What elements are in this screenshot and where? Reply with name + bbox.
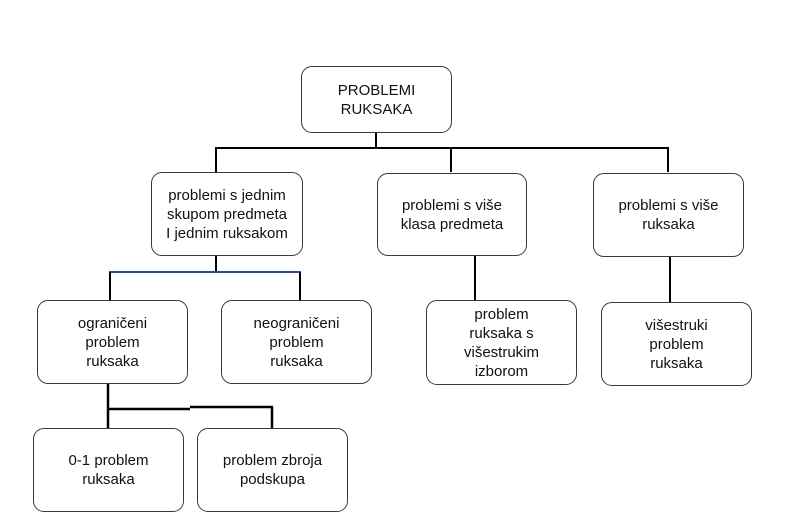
node-multi-knapsack: problemi s više ruksaka [593,173,744,257]
node-bounded-label: ograničeni problem ruksaka [77,314,148,370]
node-single-set-label: problemi s jednim skupom predmeta I jedn… [166,186,288,242]
node-unbounded: neograničeni problem ruksaka [221,300,372,384]
node-multiple-choice: problem ruksaka s višestrukim izborom [426,300,577,385]
node-bounded: ograničeni problem ruksaka [37,300,188,384]
node-multi-knapsack-label: problemi s više ruksaka [618,197,719,233]
node-root-label: PROBLEMI RUKSAKA [337,81,416,118]
node-subset-sum-label: problem zbroja podskupa [222,452,323,488]
node-root: PROBLEMI RUKSAKA [301,66,452,133]
node-multiple-choice-label: problem ruksaka s višestrukim izborom [463,305,539,380]
node-unbounded-label: neograničeni problem ruksaka [253,314,340,370]
node-single-set: problemi s jednim skupom predmeta I jedn… [151,172,303,256]
node-multiple: višestruki problem ruksaka [601,302,752,386]
node-multi-class-label: problemi s više klasa predmeta [400,196,504,233]
node-subset-sum: problem zbroja podskupa [197,428,348,512]
node-zero-one-label: 0-1 problem ruksaka [68,452,149,488]
node-multi-class: problemi s više klasa predmeta [377,173,527,256]
node-zero-one: 0-1 problem ruksaka [33,428,184,512]
node-multiple-label: višestruki problem ruksaka [645,316,708,372]
